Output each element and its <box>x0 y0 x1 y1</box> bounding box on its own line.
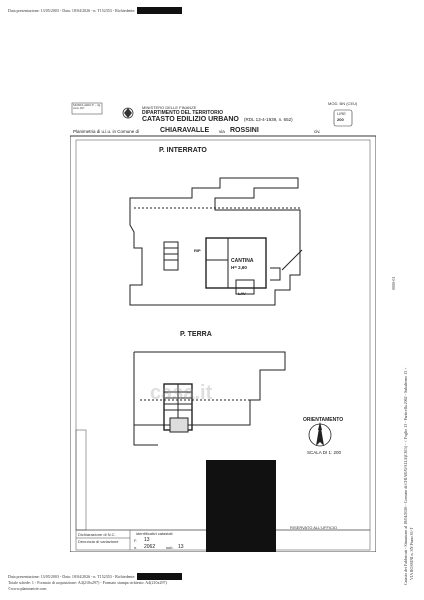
orientation-label: ORIENTAMENTO <box>303 417 344 423</box>
sub-value: 13 <box>178 544 184 550</box>
redacted-requester-bottom <box>137 573 182 580</box>
planimetry-label: Planimetria di u.i.u. in Comune di <box>73 129 140 134</box>
department-name: DIPARTIMENTO DEL TERRITORIO <box>142 110 224 116</box>
lav-label: LAV <box>238 291 246 296</box>
top-header-text: Data presentazione: 13/05/2003 - Data: 1… <box>8 8 136 13</box>
ministry-emblem-icon <box>122 107 134 119</box>
redacted-requester <box>137 7 182 14</box>
comune-value: CHIARAVALLE <box>160 127 210 134</box>
via-value: ROSSINI <box>230 127 259 134</box>
basement-plan <box>129 177 303 306</box>
via-label: via <box>219 129 225 134</box>
model-box-text: MODULARIO F. - rig. rend. 497 <box>73 103 101 110</box>
rip-label: RIP <box>194 248 201 253</box>
ground-floor-plan <box>133 351 286 446</box>
cantina-height: H= 2,60 <box>231 265 247 270</box>
sub-label: sub. <box>166 545 174 550</box>
ministry-name: MINISTERO DELLE FINANZE <box>142 105 197 110</box>
dichiarazione-label: Dichiarazione di N.C. <box>78 532 116 537</box>
floor-label-terra: P. TERRA <box>180 331 212 338</box>
riservato-label: RISERVATO ALL'UFFICIO <box>290 525 338 530</box>
north-arrow-icon <box>308 422 332 447</box>
floor-label-interrato: P. INTERRATO <box>159 147 207 154</box>
redacted-block <box>206 460 276 552</box>
bottom-line-2: Totale schede: 1 - Formato di acquisizio… <box>8 580 167 585</box>
mapp-value: 2062 <box>144 544 156 550</box>
denuncia-label: Denuncia di variazione <box>78 539 119 544</box>
bottom-line-3: ©www.planimetrie.com <box>8 586 47 591</box>
watermark: casa.it <box>150 382 213 404</box>
document-title: CATASTO EDILIZIO URBANO <box>142 116 239 123</box>
civ-label: civ. <box>314 129 321 134</box>
lire-label: LIRE <box>337 111 346 116</box>
cantina-label: CANTINA <box>231 258 254 264</box>
law-reference: (RDL 13-4-1939, n. 652) <box>244 117 293 122</box>
mapp-label: n. <box>134 545 138 550</box>
foglio-value: 13 <box>144 537 150 543</box>
ident-title: identificativi catastali <box>136 531 173 536</box>
bottom-line-1: Data presentazione: 13/05/2003 - Data: 1… <box>8 574 136 579</box>
cadastral-plan-sheet <box>70 102 376 552</box>
right-margin-text: Catasto dei Fabbricati - Situazione al 1… <box>403 367 408 585</box>
margin-stamp: 0000-01 <box>391 276 396 290</box>
foglio-label: F. <box>134 538 138 543</box>
model-code: MOD. BN (CEU) <box>328 101 358 106</box>
scale-label: SCALA DI 1: 200 <box>307 450 342 455</box>
right-margin-text-2: VIA ROSSINI n. SN Piano S1-T <box>409 527 414 580</box>
lire-value: 200 <box>337 117 344 122</box>
